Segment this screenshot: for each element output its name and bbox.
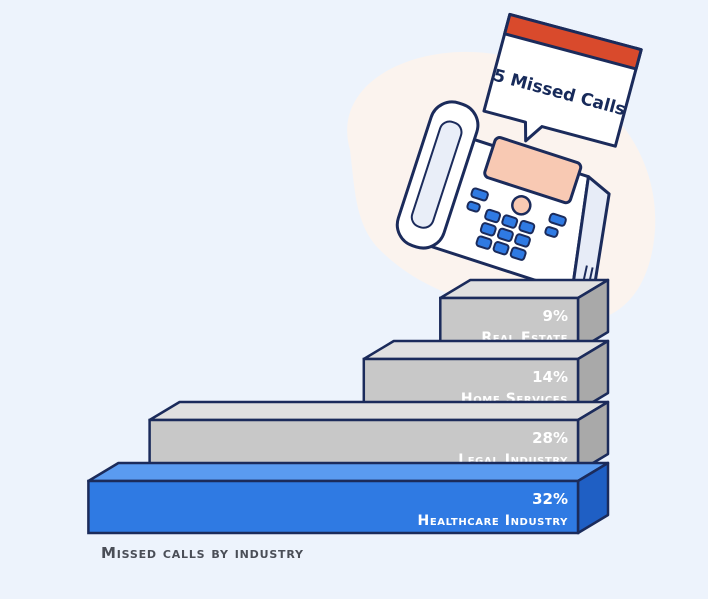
bar-front-face — [87, 479, 580, 535]
bar-top-face — [362, 339, 610, 361]
bar-value-label: 28% — [532, 429, 568, 447]
bar-value-label: 32% — [532, 490, 568, 508]
bar-home-services: 14%Home Services — [362, 339, 610, 413]
phone-icon — [395, 100, 611, 304]
bar-healthcare-industry: 32% Healthcare Industry — [87, 461, 610, 535]
bar-value-label: 9% — [543, 307, 568, 325]
bar-category-label: Healthcare Industry — [418, 513, 569, 529]
bar-real-estate: 9%Real Estate — [439, 278, 610, 352]
chart-caption: Missed calls by industry — [101, 544, 304, 562]
bar-top-face — [148, 400, 610, 422]
bar-top-face — [87, 461, 610, 483]
missed-calls-bubble: 5 Missed Calls — [482, 12, 643, 148]
bar-value-label: 14% — [532, 368, 568, 386]
bar-legal-industry: 28%Legal Industry — [148, 400, 610, 474]
